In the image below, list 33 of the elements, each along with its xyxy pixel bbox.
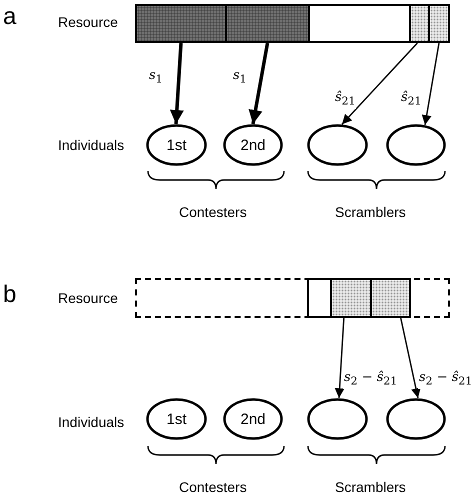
row-label: Contesters	[179, 204, 247, 220]
row-label: Scramblers	[335, 479, 406, 495]
resource-segment	[370, 278, 411, 318]
arrow	[248, 42, 270, 124]
resource-segment	[308, 4, 411, 43]
individual-ellipse	[307, 398, 368, 440]
resource-segment	[135, 4, 227, 43]
individual-ellipse	[307, 124, 368, 166]
individual-ellipse: 2nd	[223, 398, 283, 440]
resource-segment	[409, 4, 430, 43]
individual-ellipse	[386, 398, 446, 440]
individual-ellipse: 1st	[146, 124, 207, 166]
arrow	[334, 318, 345, 398]
individual-ellipse: 2nd	[223, 124, 283, 166]
resource-segment	[330, 278, 372, 318]
arrow	[170, 42, 184, 124]
edge-label: ŝ$_{21}$	[334, 90, 356, 109]
row-label: Resource	[58, 14, 118, 30]
arrow	[341, 42, 418, 125]
row-label: Resource	[58, 290, 118, 306]
row-label: Individuals	[58, 137, 124, 153]
arrow	[422, 42, 440, 126]
individual-ellipse	[386, 124, 446, 166]
row-label: Individuals	[58, 414, 124, 430]
arrow	[400, 318, 421, 398]
resource-segment	[225, 4, 310, 43]
panel-letter: b	[3, 282, 16, 308]
resource-segment	[428, 4, 450, 43]
individual-ellipse: 1st	[146, 398, 207, 440]
row-label: Contesters	[179, 479, 247, 495]
panel-letter: a	[3, 4, 16, 30]
row-label: Scramblers	[335, 204, 406, 220]
edge-label: s$_{2}$ − ŝ$_{21}$	[418, 370, 474, 389]
